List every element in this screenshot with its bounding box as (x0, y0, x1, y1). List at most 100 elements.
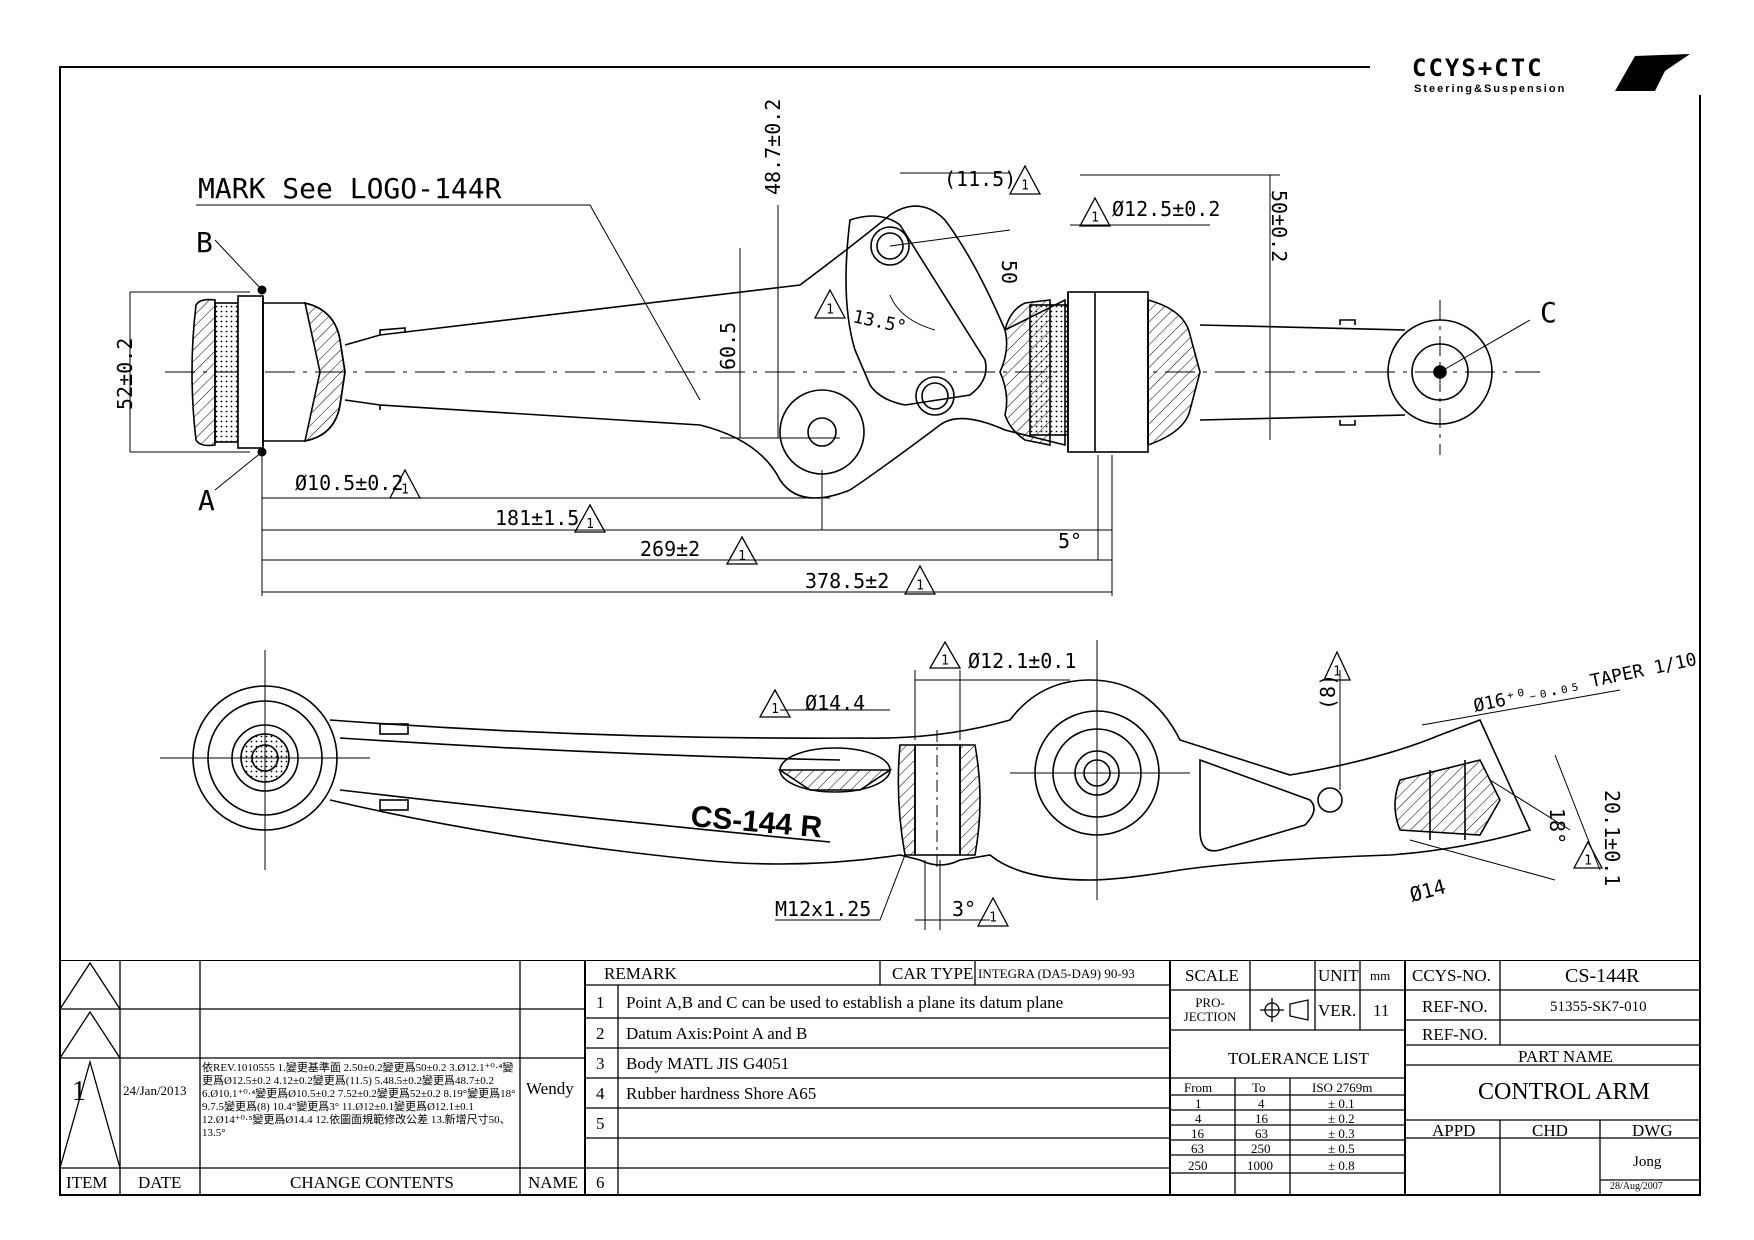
dwg-label: DWG (1632, 1121, 1673, 1140)
mark-note: MARK See LOGO-144R (198, 172, 502, 205)
dim-angle-13-5: 13.5° (851, 306, 908, 338)
ver-label: VER. (1318, 1001, 1357, 1020)
arm-body-outline (344, 205, 1066, 499)
rev-triangle-number: 1 (916, 579, 924, 594)
tol-from-5: 250 (1188, 1158, 1208, 1173)
tolerance-title: TOLERANCE LIST (1228, 1049, 1369, 1068)
tol-to-3: 63 (1255, 1126, 1268, 1141)
rev-triangle-number: 1 (1021, 179, 1029, 194)
logo-swoosh-icon (1615, 54, 1690, 91)
ver-value: 11 (1373, 1001, 1390, 1020)
remark-text-2: Datum Axis:Point A and B (626, 1024, 808, 1043)
dim-dia-14: Ø14 (1407, 874, 1448, 907)
dim-angle-18: 18° (1545, 808, 1569, 844)
side-arm-outline (329, 679, 1532, 881)
remark-text-1: Point A,B and C can be used to establish… (626, 993, 1064, 1012)
ref-no-label-2: REF-NO. (1422, 1025, 1488, 1044)
side-view-dimensions (775, 670, 1621, 930)
rev-triangle (388, 468, 422, 499)
remark-no-5: 5 (596, 1114, 605, 1133)
rev-triangle-number: 1 (771, 702, 779, 717)
side-view (160, 640, 1532, 900)
rev-triangle-number: 1 (738, 549, 746, 564)
rev-change-contents: 依REV.1010555 1.變更基準面 2.50±0.2變更爲50±0.2 3… (202, 1062, 516, 1139)
point-a-label: A (198, 484, 215, 517)
tol-value-3: ± 0.3 (1328, 1126, 1355, 1141)
car-type-value: INTEGRA (DA5-DA9) 90-93 (978, 966, 1135, 981)
dwg-date: 28/Aug/2007 (1610, 1181, 1663, 1192)
upper-hole (870, 226, 910, 266)
dim-len-378: 378.5±2 (805, 569, 889, 593)
tol-header-from: From (1184, 1080, 1213, 1095)
dim-angle-3: 3° (952, 897, 976, 921)
dim-bore-12-5: Ø12.5±0.2 (1112, 197, 1220, 221)
tol-value-4: ± 0.5 (1328, 1141, 1355, 1156)
rev-date: 24/Jan/2013 (123, 1083, 187, 1098)
tol-from-2: 4 (1195, 1111, 1202, 1126)
rev-triangle (573, 503, 607, 533)
rev-triangle-number: 1 (826, 303, 834, 318)
title-block: 1 24/Jan/2013 依REV.1010555 1.變更基準面 2.50±… (60, 960, 1700, 1195)
tol-from-4: 63 (1191, 1141, 1204, 1156)
tol-from-3: 16 (1191, 1126, 1204, 1141)
rev-triangle (903, 564, 937, 595)
rev-triangle (813, 288, 847, 319)
rev-triangle (725, 535, 759, 565)
rev-triangle-number: 1 (1584, 853, 1592, 868)
tol-from-1: 1 (1195, 1096, 1202, 1111)
dim-width-20-1: 20.1±0.1 (1600, 790, 1624, 886)
dim-50: 50 (997, 260, 1021, 284)
dwg-by: Jong (1633, 1154, 1662, 1170)
right-bushing-rubber (1029, 304, 1069, 436)
remark-no-1: 1 (596, 993, 605, 1012)
chd-label: CHD (1532, 1121, 1568, 1140)
part-name-value: CONTROL ARM (1478, 1079, 1650, 1105)
left-bushing-outer (191, 298, 216, 447)
left-bushing-rubber (214, 302, 239, 443)
lower-hole (915, 376, 955, 416)
rev-triangle-number: 1 (586, 517, 594, 532)
appd-label: APPD (1432, 1121, 1476, 1140)
logo-tagline: Steering&Suspension (1414, 83, 1566, 95)
header-name: NAME (528, 1173, 579, 1192)
rev-item-number: 1 (72, 1076, 86, 1107)
tol-value-5: ± 0.8 (1328, 1158, 1355, 1173)
dim-len-269: 269±2 (640, 537, 700, 561)
logo-graphic: CCYS+CTC Steering&Suspension (1412, 54, 1690, 95)
rev-triangle (758, 688, 792, 718)
rev-triangle (1572, 840, 1604, 869)
tol-to-1: 4 (1258, 1096, 1265, 1111)
tol-value-1: ± 0.1 (1328, 1096, 1355, 1111)
dim-bore-10-5: Ø10.5±0.2 (295, 471, 403, 495)
remark-header: REMARK (604, 964, 677, 983)
dim-height-60-5: 60.5 (716, 322, 740, 370)
dim-len-181: 181±1.5 (495, 506, 579, 530)
top-view (165, 205, 1540, 530)
part-name-label: PART NAME (1518, 1047, 1613, 1066)
remark-no-3: 3 (596, 1054, 605, 1073)
dim-bore-14-4: Ø14.4 (805, 691, 865, 715)
tol-to-5: 1000 (1247, 1158, 1273, 1173)
remark-text-3: Body MATL JIS G4051 (626, 1054, 790, 1073)
title-block-grid (60, 960, 1700, 1195)
logo-brand-text: CCYS+CTC (1412, 54, 1544, 82)
ref-no-label: REF-NO. (1422, 997, 1488, 1016)
mark-leader (196, 204, 701, 401)
rev-triangle (928, 640, 962, 669)
header-date: DATE (138, 1173, 182, 1192)
dim-bore-12-1: Ø12.1±0.1 (968, 649, 1076, 673)
dim-height-50: 50±0.2 (1267, 190, 1291, 262)
part-mark-cs-144r: CS-144 R (689, 800, 823, 844)
rev-triangle-number: 1 (989, 911, 997, 926)
front-pivot (779, 389, 865, 475)
point-b-label: B (196, 226, 213, 259)
scale-label: SCALE (1185, 966, 1239, 985)
rev-triangle (976, 896, 1010, 927)
tol-header-to: To (1252, 1080, 1266, 1095)
dim-height-52: 52±0.2 (113, 338, 137, 410)
tol-to-2: 16 (1255, 1111, 1268, 1126)
unit-label: UNIT (1318, 966, 1359, 985)
